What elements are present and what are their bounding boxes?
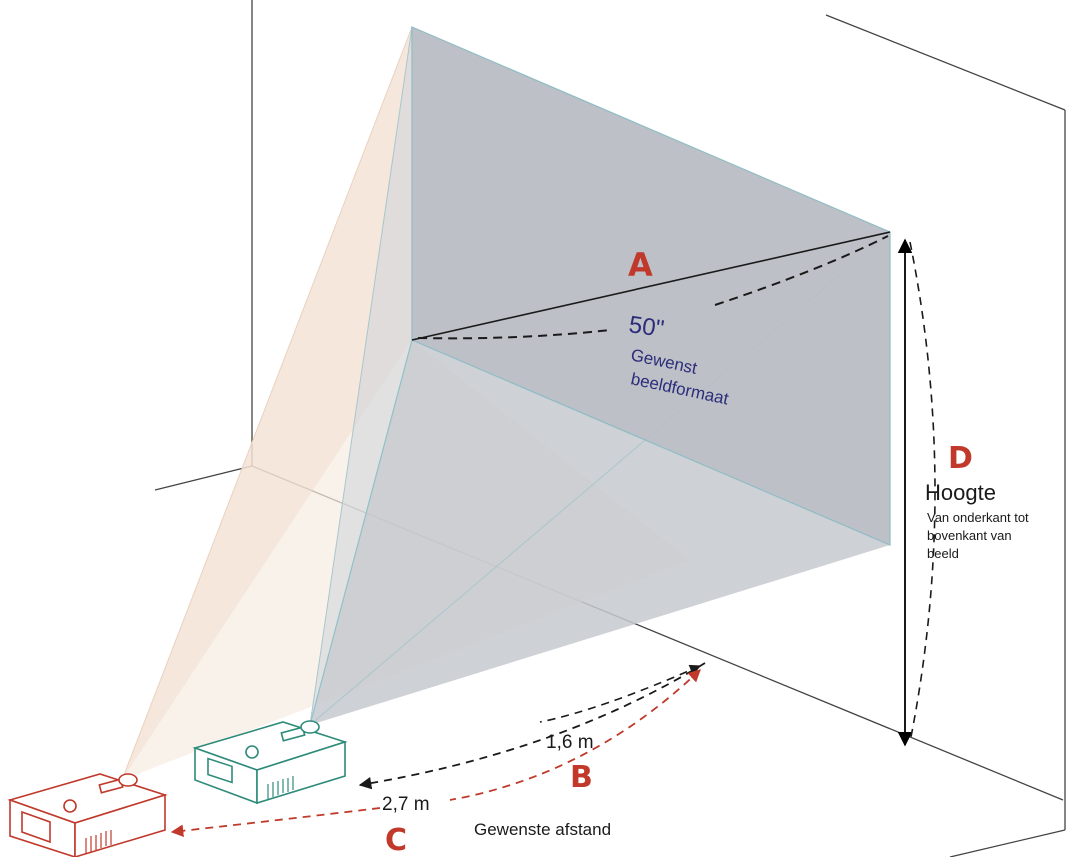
- height-caption-line1: Van onderkant tot: [927, 510, 1029, 525]
- distance-far-value: 2,7 m: [382, 794, 430, 815]
- label-d: D: [948, 441, 973, 476]
- label-a: A: [628, 246, 653, 284]
- far-projector: [7, 773, 168, 857]
- height-caption-line2: bovenkant van: [927, 528, 1012, 543]
- near-projector-beam: [309, 26, 891, 726]
- near-projector: [192, 720, 348, 805]
- label-b: B: [570, 760, 593, 795]
- image-size-value: 50": [627, 311, 666, 343]
- distance-near-value: 1,6 m: [546, 732, 594, 753]
- desired-distance-caption: Gewenste afstand: [474, 820, 611, 839]
- height-title: Hoogte: [925, 480, 996, 505]
- height-arrow: [897, 238, 936, 747]
- label-c: C: [385, 823, 407, 857]
- height-caption-line3: beeld: [927, 546, 959, 561]
- projected-screen: [411, 26, 891, 546]
- distance-arrows: [170, 662, 706, 838]
